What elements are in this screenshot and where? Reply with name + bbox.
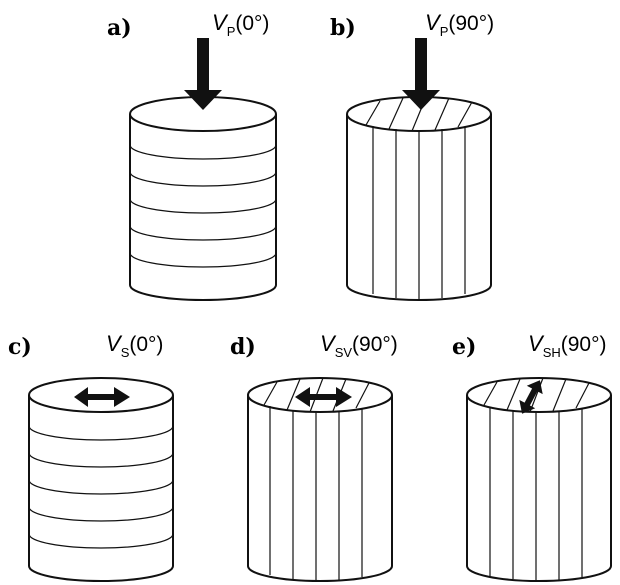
panel-b-cylinder	[346, 96, 492, 301]
panel-c-velocity-label: VS(0°)	[106, 331, 163, 360]
panel-e-double-arrow	[519, 380, 543, 414]
panel-c-double-arrow	[74, 387, 130, 407]
panel-a-horizontal-layers	[129, 144, 277, 268]
panel-c-label: c)	[8, 334, 32, 360]
panel-b-label: b)	[330, 15, 356, 41]
panel-b-vertical-layers	[372, 126, 466, 300]
panel-d-cylinder-top	[247, 377, 393, 413]
panel-d-cylinder-body	[247, 395, 393, 582]
panel-c: c) VS(0°)	[8, 331, 174, 582]
panel-a-down-arrow	[184, 38, 222, 110]
panel-d: d) VSV(90°)	[230, 331, 398, 582]
panel-c-cylinder	[28, 377, 174, 582]
panel-a-cylinder	[129, 96, 277, 301]
panel-e-cylinder	[466, 377, 612, 582]
panel-d-velocity-label: VSV(90°)	[320, 331, 398, 360]
panel-e-vertical-layers	[489, 407, 583, 581]
panel-b-down-arrow	[402, 38, 440, 110]
panel-a-label: a)	[107, 15, 132, 41]
panel-b-top-hatching	[365, 96, 473, 132]
panel-e-cylinder-body	[466, 395, 612, 582]
panel-d-cylinder	[247, 377, 393, 582]
panel-b: b) VP(90°)	[330, 10, 494, 301]
panel-a: a) VP(0°)	[107, 10, 277, 301]
panel-e-velocity-label: VSH(90°)	[528, 331, 607, 360]
panel-e-top-hatching	[483, 377, 590, 413]
panel-c-cylinder-body	[28, 395, 174, 582]
panel-a-velocity-label: VP(0°)	[212, 10, 269, 39]
panel-d-vertical-layers	[269, 406, 363, 581]
panel-c-horizontal-layers	[28, 425, 174, 549]
panel-e-label: e)	[452, 334, 476, 360]
panel-c-cylinder-top	[28, 377, 174, 413]
panel-e-cylinder-top	[466, 377, 612, 413]
panel-d-label: d)	[230, 334, 256, 360]
panel-d-double-arrow	[295, 387, 352, 407]
panel-e: e) VSH(90°)	[452, 331, 612, 582]
panel-b-velocity-label: VP(90°)	[425, 10, 494, 39]
panel-a-cylinder-body	[129, 114, 277, 301]
